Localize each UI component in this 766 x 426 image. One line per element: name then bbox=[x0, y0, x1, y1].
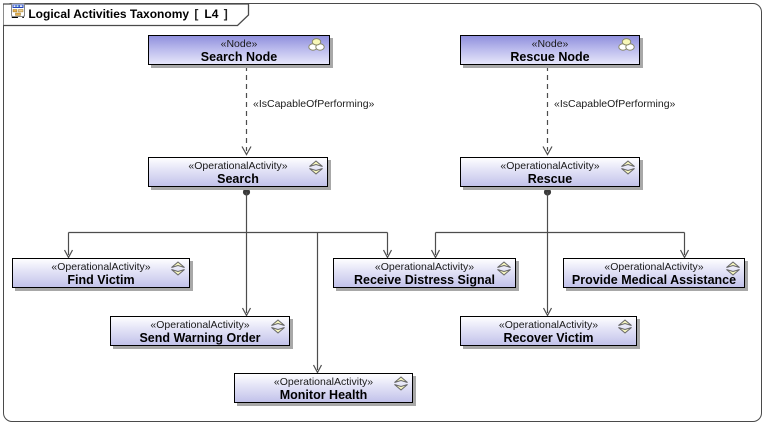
operational-activity-icon bbox=[393, 376, 409, 396]
diagram-title-text: L4 Logical Activities Taxonomy bbox=[11, 7, 190, 21]
activity-box-send-warning-order[interactable]: «OperationalActivity» Send Warning Order bbox=[110, 316, 290, 346]
stereotype-label: «OperationalActivity» bbox=[604, 261, 704, 273]
stereotype-label: «Node» bbox=[531, 38, 569, 50]
element-name: Find Victim bbox=[67, 273, 135, 287]
element-name: Receive Distress Signal bbox=[353, 273, 496, 287]
element-name: Rescue Node bbox=[510, 50, 590, 64]
node-box-rescue-node[interactable]: «Node» Rescue Node bbox=[460, 35, 640, 65]
edge-tree-search-children[interactable] bbox=[63, 188, 393, 374]
activity-box-receive-distress-signal[interactable]: «OperationalActivity» Receive Distress S… bbox=[333, 258, 516, 288]
edge-iscapableofperforming-search[interactable] bbox=[241, 66, 252, 156]
stereotype-label: «OperationalActivity» bbox=[188, 160, 288, 172]
element-name: Search Node bbox=[200, 50, 278, 64]
activity-box-provide-medical-assistance[interactable]: «OperationalActivity» Provide Medical As… bbox=[563, 258, 745, 288]
operational-activity-icon bbox=[270, 319, 286, 339]
activity-box-recover-victim[interactable]: «OperationalActivity» Recover Victim bbox=[460, 316, 637, 346]
element-name: Search bbox=[217, 172, 259, 186]
bracket-open: [ bbox=[194, 7, 199, 21]
operational-activity-icon bbox=[496, 261, 512, 281]
diagram-frame bbox=[3, 3, 762, 422]
stereotype-label: «Node» bbox=[220, 38, 258, 50]
edge-tree-rescue-children[interactable] bbox=[430, 188, 690, 317]
element-name: Rescue bbox=[527, 172, 573, 186]
activity-box-rescue[interactable]: «OperationalActivity» Rescue bbox=[460, 157, 640, 187]
stereotype-label: «OperationalActivity» bbox=[51, 261, 151, 273]
edge-label-iscapableofperforming-search[interactable]: «IsCapableOfPerforming» bbox=[252, 98, 376, 110]
node-icon bbox=[617, 38, 636, 56]
edge-label-iscapableofperforming-rescue[interactable]: «IsCapableOfPerforming» bbox=[553, 98, 677, 110]
activity-box-search[interactable]: «OperationalActivity» Search bbox=[148, 157, 328, 187]
stereotype-label: «OperationalActivity» bbox=[150, 319, 250, 331]
edge-iscapableofperforming-rescue[interactable] bbox=[542, 66, 553, 156]
bracket-close: ] bbox=[223, 7, 228, 21]
operational-activity-icon bbox=[170, 261, 186, 281]
stereotype-label: «OperationalActivity» bbox=[498, 319, 599, 331]
operational-activity-icon bbox=[308, 160, 324, 180]
element-name: Monitor Health bbox=[279, 388, 368, 402]
stereotype-label: «OperationalActivity» bbox=[273, 376, 374, 388]
tab-outline bbox=[3, 3, 250, 27]
diagram-title-tab[interactable]: L4 Logical Activities Taxonomy [ L4 ] bbox=[3, 3, 253, 27]
operational-activity-icon bbox=[725, 261, 741, 281]
node-box-search-node[interactable]: «Node» Search Node bbox=[148, 35, 330, 65]
activity-box-find-victim[interactable]: «OperationalActivity» Find Victim bbox=[12, 258, 190, 288]
activity-box-monitor-health[interactable]: «OperationalActivity» Monitor Health bbox=[234, 373, 413, 403]
operational-activity-icon bbox=[620, 160, 636, 180]
node-icon bbox=[307, 38, 326, 56]
stereotype-label: «OperationalActivity» bbox=[374, 261, 475, 273]
operational-activity-icon bbox=[617, 319, 633, 339]
diagram-title: L4 Logical Activities Taxonomy [ L4 ] bbox=[11, 3, 230, 25]
element-name: Send Warning Order bbox=[139, 331, 261, 345]
diagram-abbrev: L4 bbox=[204, 7, 219, 21]
stereotype-label: «OperationalActivity» bbox=[500, 160, 600, 172]
element-name: Recover Victim bbox=[503, 331, 594, 345]
element-name: Provide Medical Assistance bbox=[571, 273, 737, 287]
